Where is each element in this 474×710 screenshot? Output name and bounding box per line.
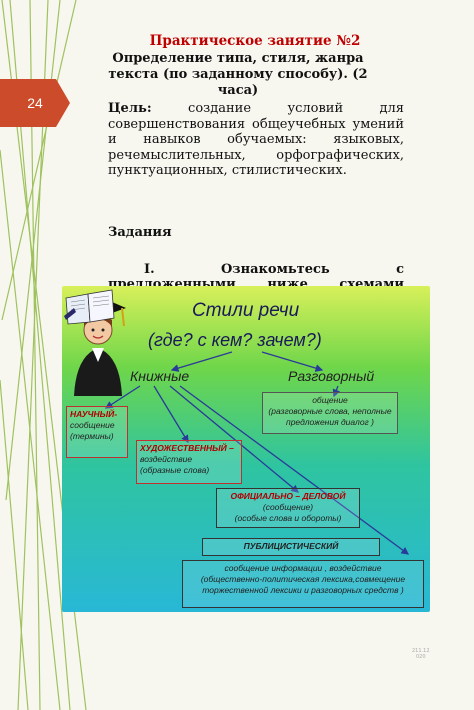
tasks-heading: Задания xyxy=(108,225,172,240)
page-subtitle: Определение типа, стиля, жанра текста (п… xyxy=(108,51,368,98)
arrow-to-scientific xyxy=(104,385,141,409)
arrow-to-journalistic xyxy=(179,385,410,555)
slide-number-badge: 24 xyxy=(0,79,70,127)
journalistic-line: сообщение информации , воздействие xyxy=(224,563,382,573)
colloquial-line: общение xyxy=(312,395,348,405)
footer-mark: 211.12 020 xyxy=(412,648,430,660)
scientific-style-box: НАУЧНЫЙ- сообщение (термины) xyxy=(66,406,128,458)
arrow-to-communication xyxy=(332,385,341,398)
task-1: I. Ознакомьтесь с предложенными ниже схе… xyxy=(108,262,404,288)
official-line: (сообщение) xyxy=(262,502,314,512)
official-style-box: ОФИЦИАЛЬНО – ДЕЛОВОЙ (сообщение) (особые… xyxy=(216,488,360,528)
speech-styles-diagram: Стили речи (где? с кем? зачем?) Книжные … xyxy=(62,286,430,612)
open-book-icon xyxy=(64,289,115,325)
arrow-to-official xyxy=(169,385,300,493)
goal-text: создание условий для совершенствования о… xyxy=(108,101,404,178)
task-1-number: I. xyxy=(144,262,155,277)
goal-label: Цель: xyxy=(108,101,152,116)
task-1-text: Ознакомьтесь с предложенными ниже схемам… xyxy=(108,262,404,288)
artistic-head: ХУДОЖЕСТВЕННЫЙ – xyxy=(140,443,234,453)
colloquial-line: (разговорные слова, неполные предложения… xyxy=(268,406,392,427)
bookish-label: Книжные xyxy=(130,368,190,384)
official-head: ОФИЦИАЛЬНО – ДЕЛОВОЙ xyxy=(230,491,346,501)
official-line: (особые слова и обороты) xyxy=(234,513,342,523)
colloquial-style-box: общение (разговорные слова, неполные пре… xyxy=(262,392,398,434)
goal-paragraph: Цель: создание условий для совершенствов… xyxy=(108,101,404,179)
arrow-to-colloquial xyxy=(261,351,324,372)
scientific-line: сообщение xyxy=(70,420,115,430)
artistic-line: воздействие xyxy=(140,454,193,464)
diagram-arrows xyxy=(104,351,410,555)
arrow-to-artistic xyxy=(153,385,189,444)
diagram-subtitle: (где? с кем? зачем?) xyxy=(148,330,322,350)
journalistic-style-box: сообщение информации , воздействие (обще… xyxy=(182,560,424,608)
artistic-style-box: ХУДОЖЕСТВЕННЫЙ – воздействие (образные с… xyxy=(136,440,242,484)
artistic-line: (образные слова) xyxy=(140,465,210,475)
footer-mark-line: 020 xyxy=(415,654,426,660)
diagram-title: Стили речи xyxy=(192,300,300,321)
page-title: Практическое занятие №2 xyxy=(149,33,361,49)
journalistic-line: (общественно-политическая лексика,совмещ… xyxy=(200,574,406,595)
journalistic-style-head: ПУБЛИЦИСТИЧЕСКИЙ xyxy=(202,538,380,556)
scientific-line: (термины) xyxy=(70,431,114,441)
arrow-to-bookish xyxy=(170,351,233,372)
footer-mark-line: 211.12 xyxy=(412,648,430,654)
scientific-head: НАУЧНЫЙ- xyxy=(70,409,118,419)
colloquial-label: Разговорный xyxy=(288,368,375,384)
